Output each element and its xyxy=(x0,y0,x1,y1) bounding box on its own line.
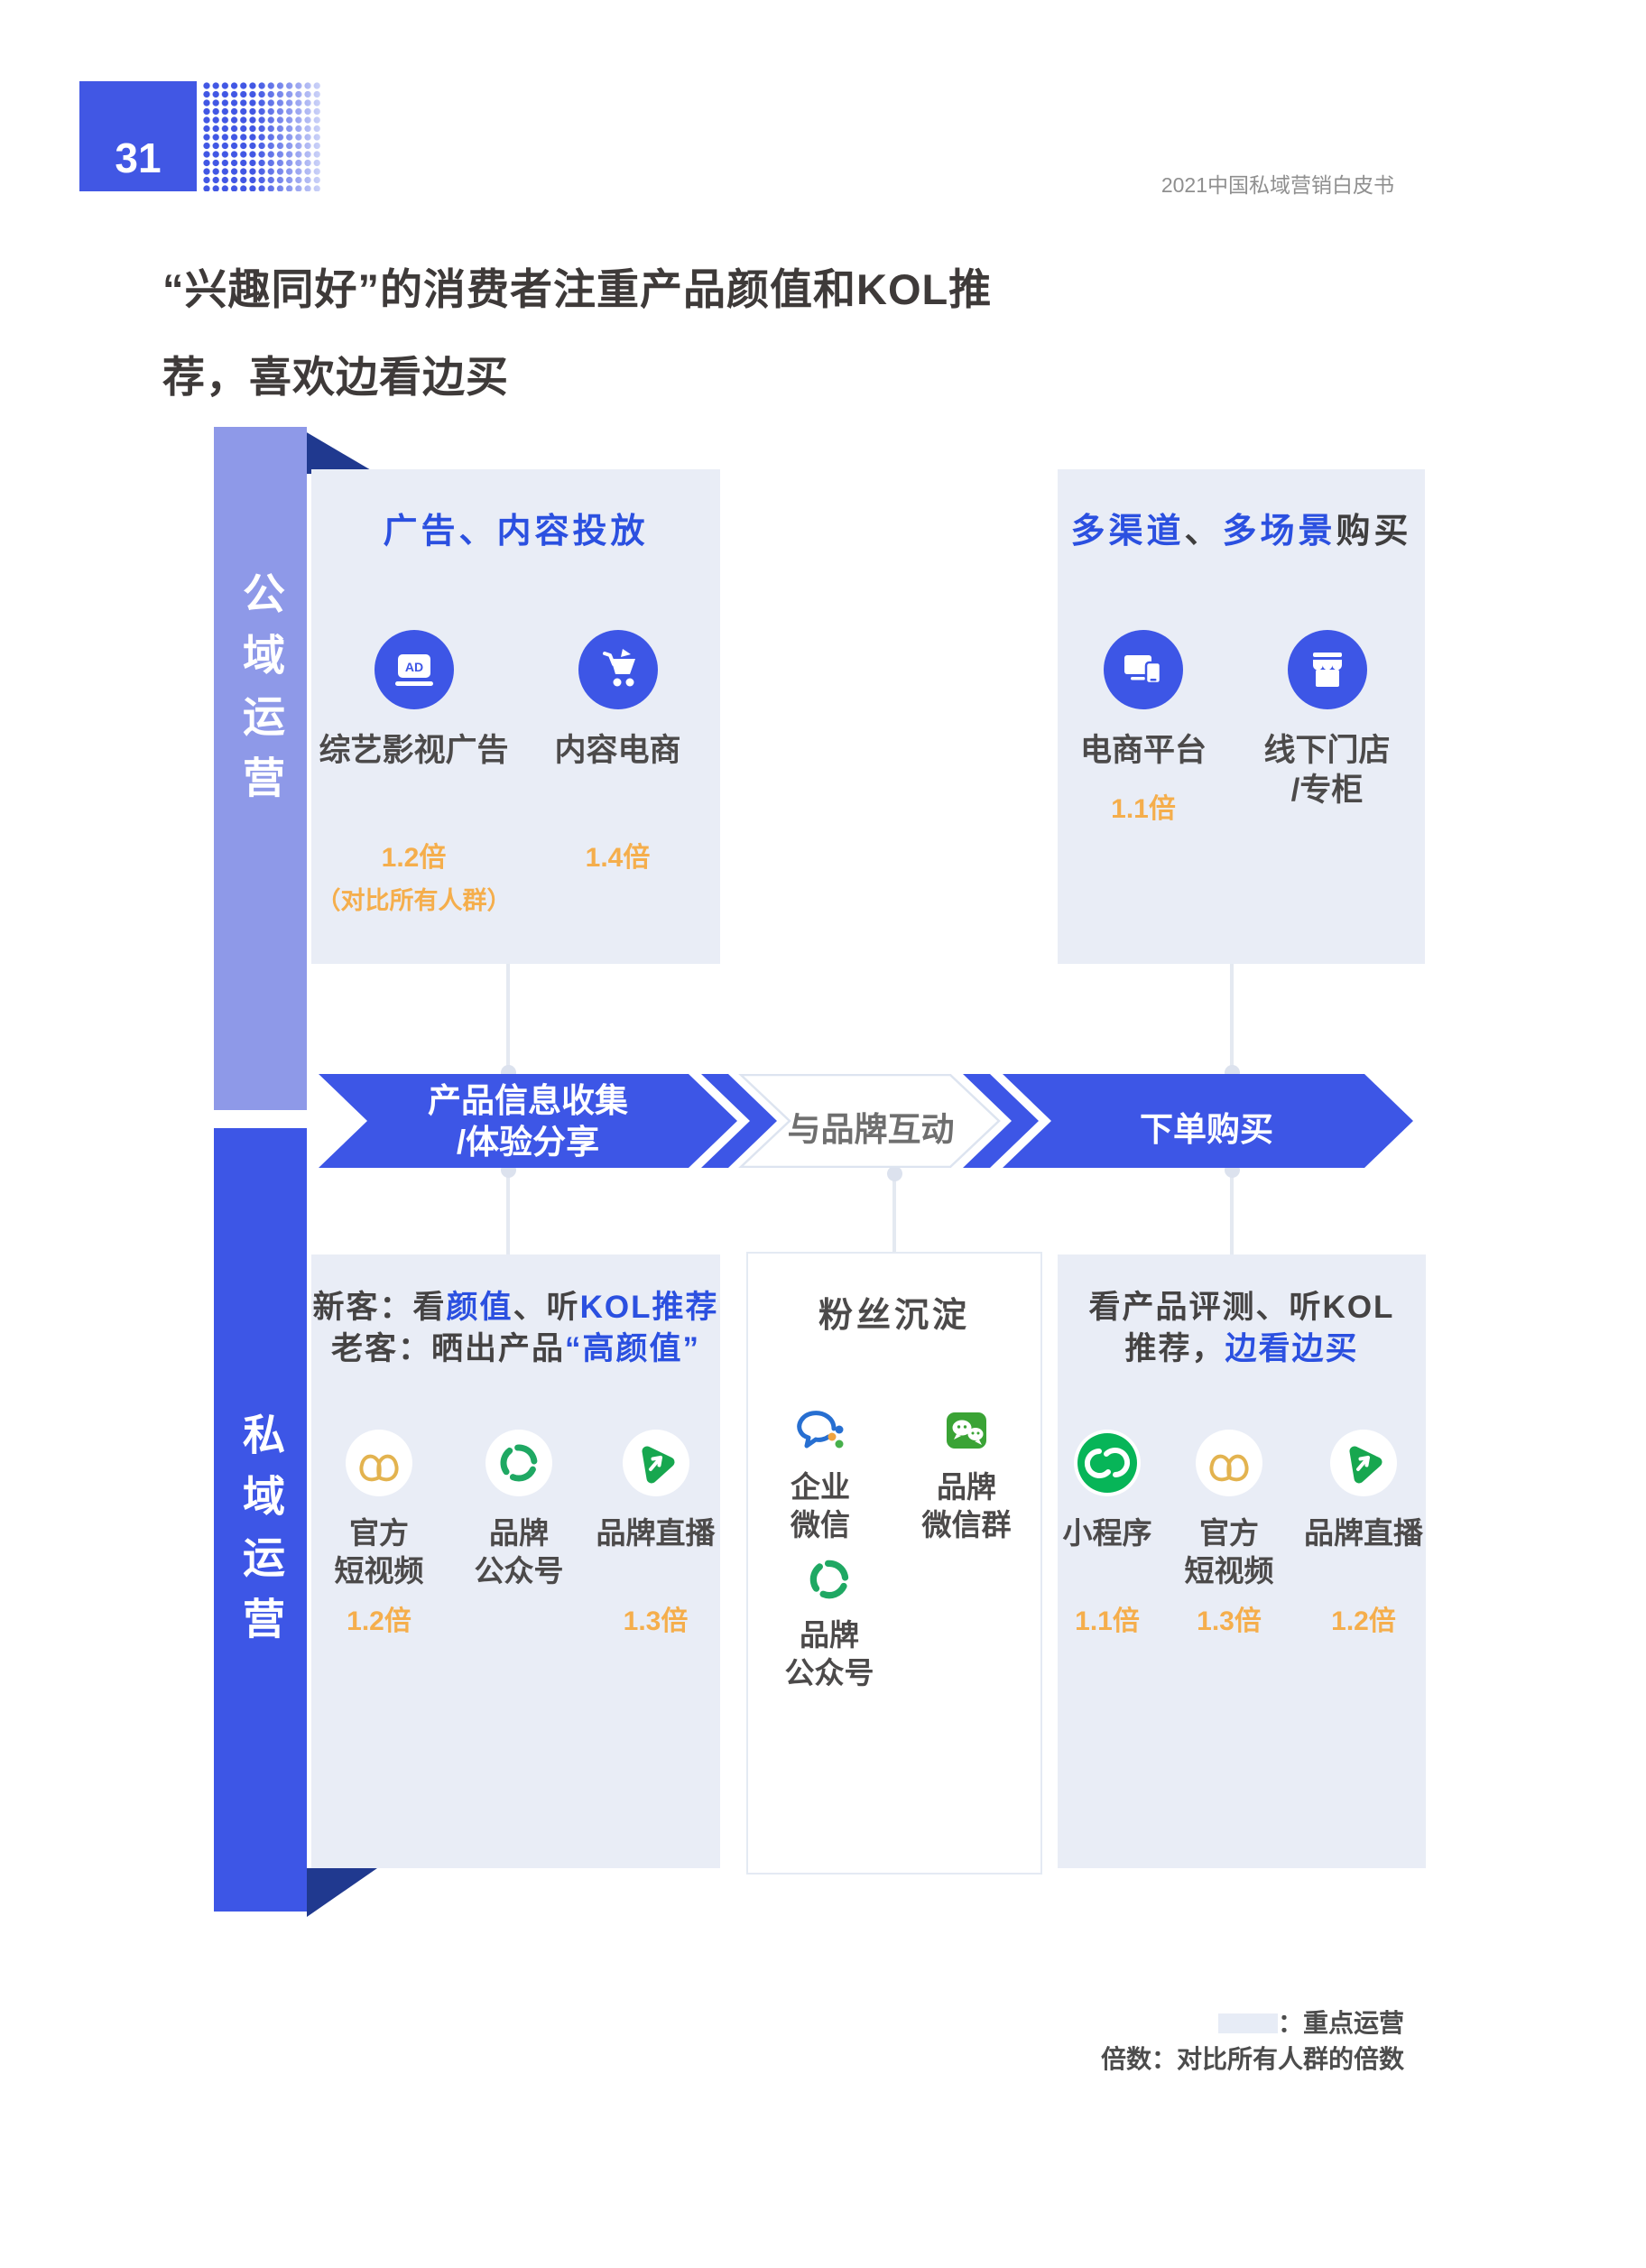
chevron-separator-icon xyxy=(963,1074,1039,1168)
fold-decoration-top xyxy=(307,432,377,474)
channel-item-brand-live: 品牌直播 1.2倍 xyxy=(1301,1430,1426,1637)
multiplier-note: （对比所有人群） xyxy=(316,887,512,914)
channel-item-ecommerce-platform: 电商平台 1.1倍 xyxy=(1058,630,1229,825)
flow-step3-arrow xyxy=(1003,1074,1413,1168)
multiplier-value: 1.2倍 xyxy=(347,1606,412,1636)
channel-item-official-video: 官方短视频 1.2倍 xyxy=(311,1430,447,1637)
channel-item-official-account: 品牌公众号 xyxy=(447,1430,591,1637)
connector-line xyxy=(506,1173,510,1254)
legend-swatch xyxy=(1217,2013,1278,2033)
flow-step1-label: 产品信息收集/体验分享 xyxy=(428,1082,628,1161)
wechat-group-icon xyxy=(947,1412,986,1449)
public-domain-bar: 公域运营 xyxy=(214,427,307,1110)
channel-item-content-ecommerce: 内容电商 1.4倍 xyxy=(516,630,720,916)
page-title-line1: “兴趣同好”的消费者注重产品颜值和KOL推 xyxy=(162,265,993,313)
panel-private-right: 看产品评测、听KOL 推荐，边看边买 小程序 1.1倍 xyxy=(1058,1254,1426,1868)
panel-fans-title: 粉丝沉淀 xyxy=(818,1297,970,1335)
legend: ：重点运营 倍数：对比所有人群的倍数 xyxy=(1101,2005,1404,2078)
cart-icon xyxy=(578,630,658,709)
panel-purchase: 多渠道、多场景购买 电商平台 1.1倍 xyxy=(1058,469,1425,964)
legend-line1: ：重点运营 xyxy=(1101,2005,1404,2041)
connector-line xyxy=(1230,1173,1234,1254)
page-title: “兴趣同好”的消费者注重产品颜值和KOL推 荐，喜欢边看边买 xyxy=(162,245,1516,421)
channel-item-official-account: 品牌公众号 xyxy=(757,1555,902,1692)
page-number-badge: 31 xyxy=(79,81,197,191)
channel-label: 综艺影视广告 xyxy=(319,733,509,768)
private-domain-bar: 私域运营 xyxy=(214,1128,307,1912)
panel-ad-content-title: 广告、内容投放 xyxy=(383,513,649,551)
chevron-separator-icon xyxy=(701,1074,777,1168)
official-account-icon xyxy=(809,1560,849,1599)
flow-step3-label: 下单购买 xyxy=(1140,1111,1273,1148)
page-title-line2: 荐，喜欢边看边买 xyxy=(162,353,509,401)
channel-label: 内容电商 xyxy=(554,733,681,768)
panel-private-left-header: 新客：看颜值、听KOL推荐 老客：晒出产品“高颜值” xyxy=(312,1290,719,1366)
wecom-icon xyxy=(797,1411,844,1449)
panel-ad-content: 广告、内容投放 AD 综艺影视广告 1.2倍 （对比所有人群） xyxy=(311,469,720,964)
multiplier-value: 1.2倍 xyxy=(1331,1606,1396,1636)
svg-text:AD: AD xyxy=(404,660,422,674)
channel-item-wecom: 企业微信 xyxy=(748,1405,892,1544)
multiplier-value: 1.4倍 xyxy=(585,843,651,873)
ad-icon: AD xyxy=(374,630,454,709)
multiplier-value: 1.3倍 xyxy=(623,1606,689,1636)
multiplier-value: 1.1倍 xyxy=(1111,794,1176,824)
document-title: 2021中国私域营销白皮书 xyxy=(1161,173,1394,197)
miniprogram-icon xyxy=(1074,1430,1141,1496)
connector-line xyxy=(892,1175,896,1252)
multiplier-value: 1.1倍 xyxy=(1075,1606,1140,1636)
dot-pattern-decoration xyxy=(202,81,321,191)
legend-line2: 倍数：对比所有人群的倍数 xyxy=(1100,2045,1404,2073)
panel-purchase-title: 多渠道、多场景购买 xyxy=(1070,513,1412,551)
flow-step2-arrow xyxy=(738,1074,1001,1168)
channels-icon xyxy=(346,1430,412,1496)
channel-label: 线下门店/专柜 xyxy=(1263,733,1391,808)
panel-private-right-header: 看产品评测、听KOL 推荐，边看边买 xyxy=(1088,1290,1395,1366)
connector-line xyxy=(1230,964,1234,1067)
multiplier-value: 1.2倍 xyxy=(381,843,447,873)
connector-line xyxy=(506,964,510,1067)
flow-step1-arrow xyxy=(319,1074,737,1168)
panel-private-left: 新客：看颜值、听KOL推荐 老客：晒出产品“高颜值” 官方短视频 1.2倍 xyxy=(311,1254,720,1868)
private-domain-label: 私域运营 xyxy=(236,1412,284,1658)
channel-item-brand-live: 品牌直播 1.3倍 xyxy=(591,1430,720,1637)
flow-arrows xyxy=(319,1074,1413,1168)
multiplier-value: 1.3倍 xyxy=(1197,1606,1262,1636)
store-icon xyxy=(1287,630,1367,709)
live-icon xyxy=(1330,1430,1397,1496)
public-domain-label: 公域运营 xyxy=(236,571,284,817)
fold-decoration-bottom xyxy=(307,1868,377,1917)
official-account-icon xyxy=(485,1430,552,1496)
connector-dot xyxy=(887,1166,902,1181)
live-icon xyxy=(622,1430,689,1496)
channel-label: 电商平台 xyxy=(1079,733,1207,768)
channel-item-variety-ad: AD 综艺影视广告 1.2倍 （对比所有人群） xyxy=(312,630,516,916)
channels-icon xyxy=(1196,1430,1262,1496)
flow-step2-label: 与品牌互动 xyxy=(787,1111,955,1148)
channel-item-offline-store: 线下门店/专柜 xyxy=(1229,630,1425,825)
page-number: 31 xyxy=(115,134,162,181)
channel-item-official-video: 官方短视频 1.3倍 xyxy=(1157,1430,1301,1637)
channel-item-wechat-group: 品牌微信群 xyxy=(892,1405,1040,1544)
devices-icon xyxy=(1104,630,1183,709)
channel-item-miniprogram: 小程序 1.1倍 xyxy=(1058,1430,1157,1637)
panel-fans: 粉丝沉淀 企业微信 xyxy=(746,1252,1042,1875)
